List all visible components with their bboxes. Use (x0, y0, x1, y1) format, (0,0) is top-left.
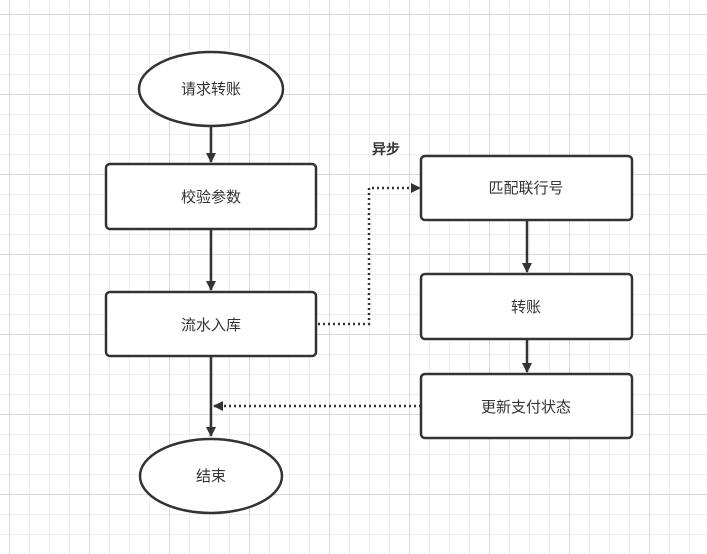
async-label: 异步 (372, 141, 400, 158)
node-request-transfer: 请求转账 (137, 50, 285, 128)
node-match-bank: 匹配联行号 (419, 154, 634, 222)
node-update-status-label: 更新支付状态 (481, 398, 571, 416)
node-end-label: 结束 (196, 467, 226, 485)
node-request-transfer-label: 请求转账 (181, 80, 241, 98)
node-record-to-db-label: 流水入库 (181, 316, 241, 334)
edge-async-record-to-match (318, 183, 421, 326)
node-match-bank-label: 匹配联行号 (488, 179, 563, 197)
node-transfer-label: 转账 (511, 298, 541, 316)
node-record-to-db: 流水入库 (104, 290, 318, 358)
node-transfer: 转账 (419, 272, 634, 341)
node-end: 结束 (138, 437, 284, 515)
node-validate-params: 校验参数 (104, 162, 318, 231)
node-validate-params-label: 校验参数 (181, 188, 241, 206)
node-update-status: 更新支付状态 (419, 372, 634, 440)
